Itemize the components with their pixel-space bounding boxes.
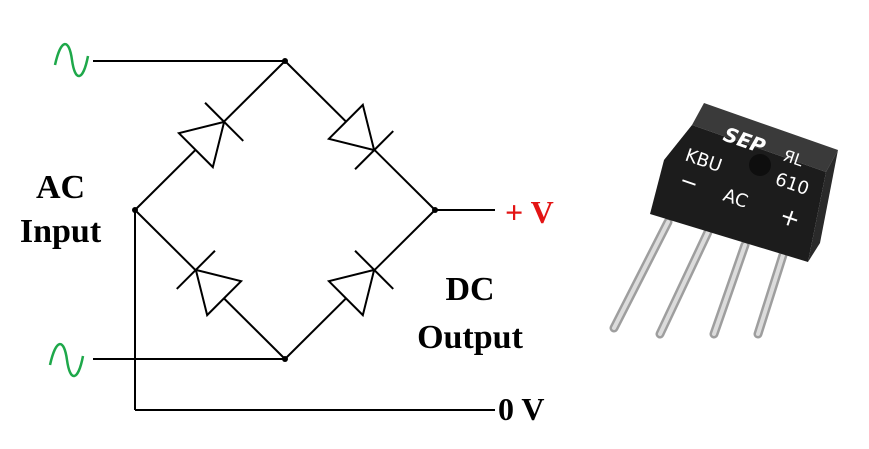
part-number: 610 (772, 169, 811, 200)
dc-output-line1: DC (445, 271, 495, 308)
ac-input-line2: Input (19, 213, 102, 250)
dc-output-line2: Output (417, 319, 523, 356)
pin-negative-mark: − (676, 168, 702, 198)
ac-input-label: AC Input (8, 166, 113, 254)
ac-source-bottom-icon (48, 342, 85, 378)
diode-d4 (326, 250, 394, 318)
kbu610-package-image (609, 103, 838, 339)
diode-d2 (326, 102, 394, 170)
pin-positive-mark: + (776, 201, 804, 234)
package-pins (609, 217, 788, 339)
package-side-face (808, 150, 838, 262)
pin-ac-mark: AC (720, 185, 750, 213)
ul-recognized-icon: ЯL (781, 146, 806, 171)
positive-rail-label: + V (505, 194, 554, 230)
ac-source-top-icon (53, 42, 90, 78)
diode-d3 (176, 250, 244, 318)
ac-input-line1: AC (35, 169, 86, 206)
dc-output-label: DC Output (405, 266, 535, 362)
package-mount-hole (749, 154, 771, 176)
package-front-face (650, 125, 826, 262)
ground-rail-label: 0 V (498, 391, 545, 427)
package-top-face (692, 103, 838, 172)
brand-mark: SEP (720, 122, 769, 159)
diode-d1 (176, 102, 244, 170)
junction-dots (132, 58, 438, 362)
